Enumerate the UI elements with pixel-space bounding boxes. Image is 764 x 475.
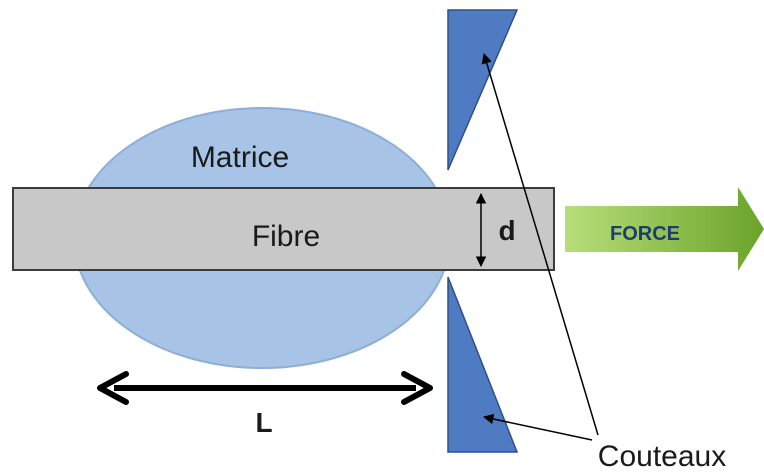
length-arrow-head-right: [401, 371, 433, 405]
knife-pointer-upper: [481, 52, 599, 436]
length-arrow-head-left: [97, 371, 129, 405]
matrix-label: Matrice: [191, 141, 289, 174]
lower-knife: [447, 276, 519, 453]
diameter-label: d: [498, 215, 515, 246]
upper-knife: [447, 9, 519, 171]
fiber-rod: [12, 187, 555, 271]
knives-label: Couteaux: [598, 440, 726, 473]
force-arrow: [565, 187, 764, 271]
fiber-label: Fibre: [252, 220, 320, 253]
length-label: L: [255, 407, 272, 438]
force-label: FORCE: [610, 223, 680, 245]
knife-pointer-lower: [482, 413, 593, 441]
